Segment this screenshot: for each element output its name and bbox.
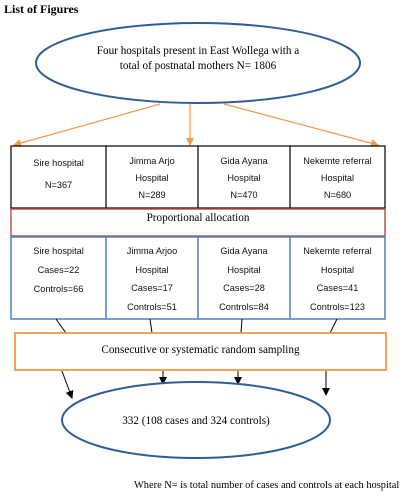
sample-cell-line: Controls=51 <box>127 301 177 312</box>
arrow-to-sire <box>13 103 161 147</box>
hospital-cell-line: Sire hospital <box>33 158 84 168</box>
sample-cell-jimma-arjoo: Jimma Arjoo Hospital Cases=17 Controls=5… <box>106 242 198 316</box>
sample-cell-line: Sire hospital <box>33 246 84 256</box>
hospital-cell-line: N=367 <box>44 180 73 190</box>
arrow-to-final-1 <box>61 370 74 399</box>
sample-cell-line: Hospital <box>227 264 261 275</box>
sample-cell-line: Controls=123 <box>310 301 365 312</box>
sample-cell-line: Cases=22 <box>37 265 80 275</box>
sample-cell-line: Hospital <box>320 264 355 275</box>
sample-cell-line: Hospital <box>135 264 169 275</box>
final-sample-ellipse <box>61 381 331 459</box>
hospital-cell-line: N=470 <box>230 190 258 200</box>
hospital-cell-line: Jimma Arjo <box>129 156 175 166</box>
sample-cell-line: Gida Ayana <box>220 246 268 256</box>
arrow-to-nekemte <box>223 103 379 148</box>
allocation-label: Proportional allocation <box>146 212 250 224</box>
hospital-cell-line: N=289 <box>138 190 166 200</box>
sampling-label: Consecutive or systematic random samplin… <box>101 344 300 356</box>
sample-cell-gida-ayana: Gida Ayana Hospital Cases=28 Controls=84 <box>198 242 290 316</box>
hospital-cell-line: Gida Ayana <box>220 156 268 166</box>
sample-cell-line: Controls=84 <box>219 301 269 312</box>
population-text: Four hospitals present in East Wollega w… <box>60 44 336 74</box>
sample-cell-sire: Sire hospital Cases=22 Controls=66 <box>11 242 106 299</box>
hospital-cell-line: Nekemte referral <box>303 156 372 166</box>
hospital-cell-line: Hospital <box>320 173 355 183</box>
population-ellipse <box>35 22 361 104</box>
sampling-box <box>14 332 387 371</box>
sample-cell-line: Cases=17 <box>131 283 173 293</box>
allocation-box <box>10 208 386 237</box>
hospital-cell-line: Hospital <box>135 173 169 183</box>
page-heading: List of Figures <box>4 2 79 16</box>
hospital-cell-line: N=680 <box>323 190 352 200</box>
footnote: Where N= is total number of cases and co… <box>134 480 400 491</box>
population-line-1: Four hospitals present in East Wollega w… <box>96 45 300 57</box>
hospital-cell-gida-ayana: Gida Ayana Hospital N=470 <box>198 153 290 204</box>
hospital-cell-line: Hospital <box>227 173 261 183</box>
hospital-cell-nekemte: Nekemte referral Hospital N=680 <box>290 153 385 204</box>
sample-cell-line: Jimma Arjoo <box>126 246 178 256</box>
final-sample-text: 332 (108 cases and 324 controls) <box>122 415 270 427</box>
sample-cell-line: Controls=66 <box>33 284 84 294</box>
hospital-cell-jimma-arjo: Jimma Arjo Hospital N=289 <box>106 153 198 204</box>
hospital-cell-sire: Sire hospital N=367 <box>11 156 106 193</box>
sample-cell-line: Nekemte referral <box>303 246 372 256</box>
population-line-2: total of postnatal mothers N= 1806 <box>119 60 277 72</box>
sample-cell-nekemte: Nekemte referral Hospital Cases=41 Contr… <box>290 242 385 316</box>
sample-cell-line: Cases=28 <box>223 283 265 293</box>
sample-cell-line: Cases=41 <box>316 283 359 293</box>
